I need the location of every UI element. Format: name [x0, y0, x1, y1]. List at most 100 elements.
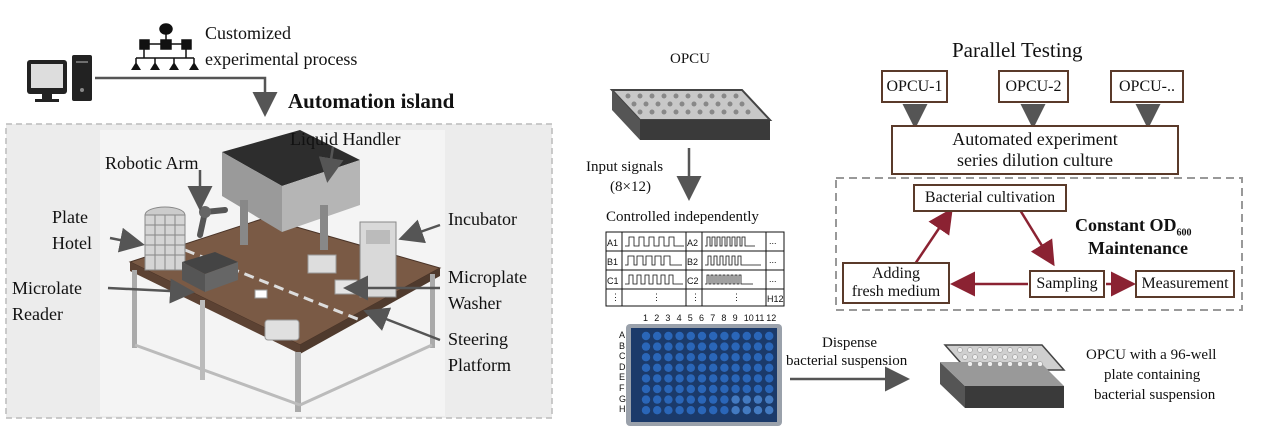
opcu-plate-label-3: bacterial suspension: [1094, 387, 1216, 403]
automated-line-1: Automated experiment: [952, 129, 1118, 149]
well: [742, 406, 751, 415]
microplate-washer-label-1: Microplate: [448, 267, 527, 287]
sampling-box: Sampling: [1029, 270, 1105, 298]
well: [686, 384, 695, 394]
plate-col-label: 2: [654, 313, 660, 323]
grid-dots-1: ...: [769, 236, 777, 246]
grid-row-a1: A1: [607, 238, 619, 248]
well: [753, 331, 763, 341]
well: [675, 363, 684, 372]
grid-row-more-2: ⋮: [691, 292, 700, 302]
automation-machine-illustration: [128, 130, 442, 412]
microlate-reader-label-2: Reader: [12, 304, 63, 324]
plate-col-label: 6: [699, 313, 705, 323]
opcu-label: OPCU: [670, 51, 711, 67]
well: [641, 384, 651, 394]
well: [641, 331, 651, 341]
plate-col-label: 4: [676, 313, 682, 323]
well: [653, 384, 662, 394]
well: [709, 374, 718, 383]
plate-row-label: A: [619, 330, 626, 340]
well: [664, 406, 673, 415]
well: [742, 342, 751, 351]
grid-col-more-2: ⋮: [732, 292, 741, 302]
opcu-plate-label-2: plate containing: [1104, 367, 1201, 383]
well: [731, 406, 740, 415]
computer-icon: [27, 55, 92, 102]
opcu-box-3: OPCU-..: [1110, 70, 1184, 103]
well: [653, 406, 662, 415]
plate-row-label: H: [619, 404, 626, 415]
grid-h12: H12: [767, 294, 784, 304]
well: [731, 374, 740, 383]
plate-col-label: 3: [665, 313, 671, 323]
well: [731, 395, 740, 404]
input-signals-label-2: (8×12): [610, 179, 651, 195]
well: [731, 353, 740, 362]
plate-row-label: G: [619, 393, 627, 404]
od-subscript: 600: [1176, 227, 1192, 239]
well: [742, 384, 751, 394]
well: [697, 384, 707, 394]
bacterial-cultivation-box: Bacterial cultivation: [913, 184, 1067, 212]
well: [653, 331, 662, 341]
well: [641, 374, 651, 383]
well: [686, 363, 695, 372]
well: [731, 384, 740, 394]
well: [675, 374, 684, 383]
well: [697, 353, 707, 362]
well: [697, 395, 707, 404]
well: [675, 342, 684, 351]
grid-row-b1: B1: [607, 257, 619, 267]
steering-platform-label-2: Platform: [448, 355, 511, 375]
well: [742, 363, 751, 372]
well: [765, 395, 774, 404]
plate-row-label: D: [619, 361, 626, 372]
well: [675, 331, 684, 341]
well: [686, 353, 695, 362]
opcu-with-plate-image: [940, 344, 1066, 408]
well: [653, 342, 662, 351]
plate-row-label: F: [619, 383, 625, 393]
well: [664, 331, 673, 341]
well: [709, 384, 718, 394]
well: [641, 406, 651, 415]
well: [709, 353, 718, 362]
microlate-reader-arrow: [107, 278, 195, 304]
well: [720, 374, 729, 383]
liquid-handler-label: Liquid Handler: [290, 129, 401, 149]
liquid-handler-arrow: [318, 146, 344, 183]
grid-dots-2: ...: [769, 255, 777, 265]
constant-od-panel: [835, 177, 1243, 311]
well: [664, 395, 673, 404]
well: [720, 406, 729, 415]
well: [765, 353, 774, 362]
well: [641, 342, 651, 351]
microlate-reader-label-1: Microlate: [12, 278, 82, 298]
adding-line-1: Adding: [872, 265, 920, 282]
plate-hotel-label-1: Plate: [52, 207, 88, 227]
adding-fresh-medium-box: Adding fresh medium: [842, 262, 950, 304]
adding-line-2: fresh medium: [851, 283, 941, 300]
well: [765, 406, 774, 415]
well: [641, 395, 651, 404]
well: [753, 406, 763, 415]
plate-col-label: 11: [755, 313, 765, 323]
maintenance-label: Maintenance: [1088, 238, 1188, 258]
well: [686, 331, 695, 341]
well: [709, 406, 718, 415]
well: [753, 374, 763, 383]
grid-dots-3: ...: [769, 274, 777, 284]
well: [720, 395, 729, 404]
computer-to-island-arrow: [95, 76, 278, 117]
well: [697, 331, 707, 341]
well: [765, 342, 774, 351]
well: [765, 374, 774, 383]
well: [731, 342, 740, 351]
incubator-arrow: [398, 219, 441, 244]
grid-row-c1: C1: [607, 276, 619, 286]
controlled-independently-label: Controlled independently: [606, 209, 759, 225]
process-label-line2: experimental process: [205, 49, 358, 69]
well: [742, 395, 751, 404]
well: [753, 363, 763, 372]
